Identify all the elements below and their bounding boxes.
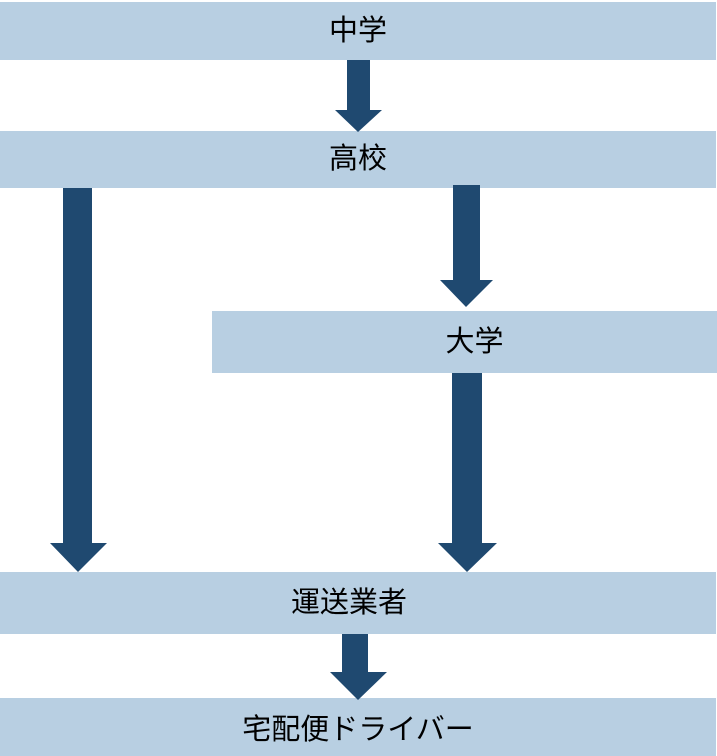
arrow-high-school-to-university [440, 185, 493, 307]
node-carrier: 運送業者 [0, 572, 716, 634]
node-label: 高校 [328, 141, 387, 175]
node-junior-high: 中学 [0, 2, 716, 60]
arrow-carrier-to-driver [330, 634, 387, 700]
node-high-school: 高校 [0, 131, 716, 188]
arrow-high-school-to-carrier [50, 188, 107, 572]
node-label: 宅配便ドライバー [242, 711, 474, 746]
node-university: 大学 [212, 311, 717, 373]
node-label: 大学 [445, 323, 504, 358]
node-label: 中学 [328, 12, 387, 47]
node-driver: 宅配便ドライバー [0, 698, 716, 756]
node-label: 運送業者 [290, 584, 407, 619]
arrow-university-to-carrier [438, 373, 497, 572]
arrow-junior-high-to-high-school [335, 60, 382, 132]
